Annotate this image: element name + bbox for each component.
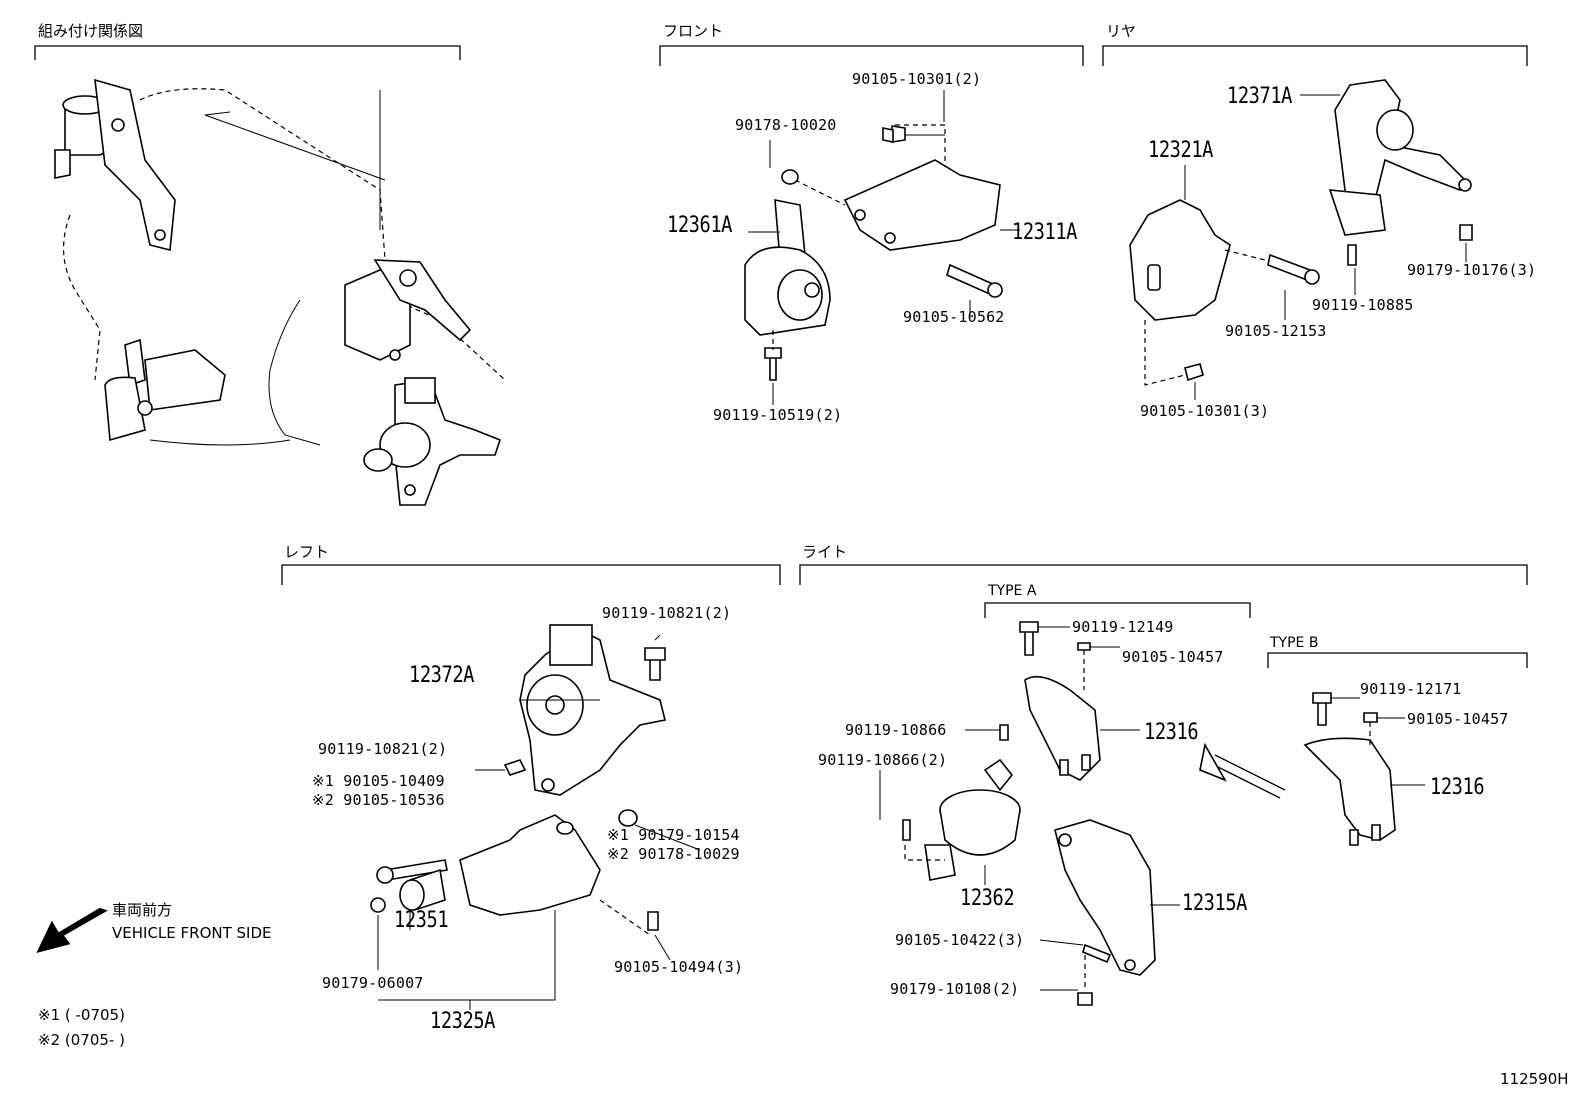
part-label: 90179-06007 xyxy=(322,974,424,992)
part-label: 90119-12149 xyxy=(1072,618,1174,636)
part-label: ※1 90105-10409 xyxy=(312,772,445,790)
part-label: ※2 90105-10536 xyxy=(312,791,445,809)
part-label: 90178-10020 xyxy=(735,116,837,134)
part-label: 12315A xyxy=(1182,891,1248,916)
part-label: 12372A xyxy=(409,663,475,688)
right-parts xyxy=(879,621,1425,1006)
part-label: 90105-10422(3) xyxy=(895,931,1025,949)
part-label: 90105-10457 xyxy=(1122,648,1224,666)
type-a-label: TYPE A xyxy=(988,583,1037,599)
section-title-rear: リヤ xyxy=(1106,22,1137,40)
section-title-left: レフト xyxy=(284,543,330,561)
part-label: 90119-10866 xyxy=(845,721,947,739)
part-label: 12351 xyxy=(394,908,449,933)
part-label: 12371A xyxy=(1227,84,1293,109)
part-label: 12311A xyxy=(1012,220,1078,245)
part-label: ※2 90178-10029 xyxy=(607,845,740,863)
rear-parts xyxy=(1129,79,1473,400)
type-b-label: TYPE B xyxy=(1270,635,1319,651)
section-title-right: ライト xyxy=(802,543,848,561)
part-label: 90119-12171 xyxy=(1360,680,1462,698)
part-label: 90119-10866(2) xyxy=(818,751,948,769)
part-label: 90105-10494(3) xyxy=(614,958,744,976)
part-label: 12325A xyxy=(430,1009,496,1034)
vehicle-front-label-jp: 車両前方 xyxy=(112,901,173,919)
part-label: 90119-10821(2) xyxy=(602,604,732,622)
note-2: ※2 (0705- ) xyxy=(38,1031,125,1049)
part-label: 12321A xyxy=(1148,138,1214,163)
part-label: 90105-10301(2) xyxy=(852,70,982,88)
assembly-overview xyxy=(54,78,506,506)
part-label: 12361A xyxy=(667,213,733,238)
part-label: 90105-10562 xyxy=(903,308,1005,326)
section-title-front: フロント xyxy=(663,22,724,40)
part-label: ※1 90179-10154 xyxy=(607,826,740,844)
part-label: 90105-10301(3) xyxy=(1140,402,1270,420)
vehicle-front-arrow-icon xyxy=(36,907,108,954)
part-label: 90179-10108(2) xyxy=(890,980,1020,998)
part-label: 12362 xyxy=(960,886,1015,911)
part-label: 12316 xyxy=(1144,720,1199,745)
figure-id: 112590H xyxy=(1500,1070,1569,1088)
part-label: 90105-10457 xyxy=(1407,710,1509,728)
part-label: 90105-12153 xyxy=(1225,322,1327,340)
part-label: 12316 xyxy=(1430,775,1485,800)
front-parts xyxy=(744,90,1020,405)
section-title-assembly: 組み付け関係図 xyxy=(38,22,144,40)
part-label: 90119-10519(2) xyxy=(713,406,843,424)
part-label: 90119-10885 xyxy=(1312,296,1414,314)
vehicle-front-label-en: VEHICLE FRONT SIDE xyxy=(112,924,272,942)
left-parts xyxy=(370,624,701,1010)
part-label: 90119-10821(2) xyxy=(318,740,448,758)
section-brackets xyxy=(34,45,1528,668)
note-1: ※1 ( -0705) xyxy=(38,1006,125,1024)
part-label: 90179-10176(3) xyxy=(1407,261,1537,279)
